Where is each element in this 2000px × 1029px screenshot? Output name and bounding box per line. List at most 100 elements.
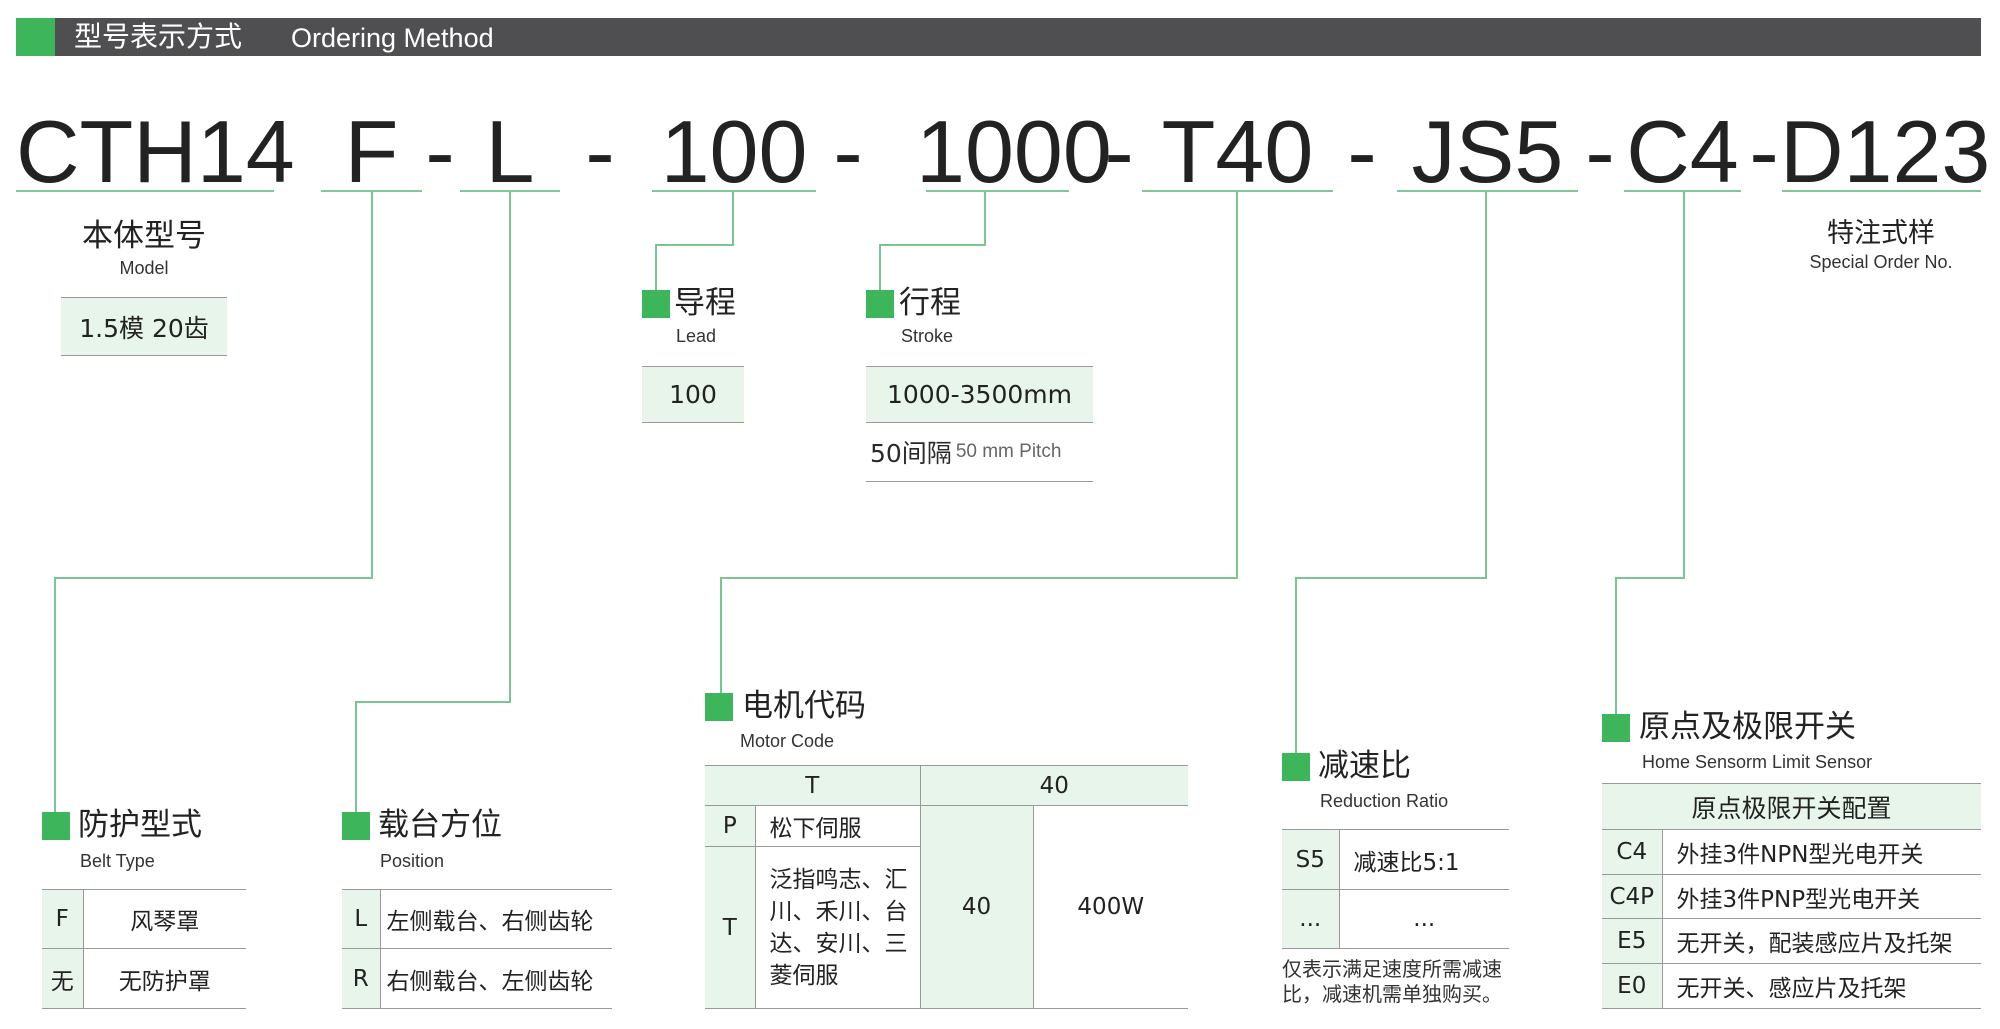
segment-underline <box>16 190 274 192</box>
model-label-en: Model <box>119 258 169 278</box>
reduction-marker-icon <box>1282 753 1310 781</box>
section-header-bar: 型号表示方式 Ordering Method <box>16 18 1981 56</box>
code-segment-motor: T40 <box>1161 102 1314 201</box>
code-separator: - <box>1347 102 1377 201</box>
code-segment-lead: 100 <box>660 102 808 201</box>
motor-table: T 40 P 松下伺服 40 400W T 泛指鸣志、汇川、禾川、台达、安川、三… <box>705 765 1188 1009</box>
table-header-row: T 40 <box>705 765 1188 806</box>
lead-label-en: Lead <box>676 326 717 346</box>
header-title-cn: 型号表示方式 <box>74 20 243 53</box>
motor-label-en: Motor Code <box>740 731 835 751</box>
code-separator: - <box>1585 102 1615 201</box>
sensor-label-en: Home Sensorm Limit Sensor <box>1642 752 1873 772</box>
row-desc: 无防护罩 <box>82 948 246 1009</box>
motor-power: 400W <box>1032 805 1188 1009</box>
row-desc: 右侧载台、左侧齿轮 <box>379 948 612 1009</box>
code-segment-sensor: C4 <box>1626 102 1739 201</box>
row-code: E0 <box>1602 963 1662 1009</box>
sensor-label-cn: 原点及极限开关 <box>1639 709 1856 745</box>
row-desc: 松下伺服 <box>754 805 920 847</box>
code-separator: - <box>833 102 863 201</box>
reduction-label-cn: 减速比 <box>1318 748 1411 784</box>
row-desc: 外挂3件PNP型光电开关 <box>1661 874 1981 919</box>
row-code: E5 <box>1602 918 1662 964</box>
lead-label-cn: 导程 <box>674 285 736 321</box>
row-code: T <box>705 846 755 1009</box>
table-header-row: 原点极限开关配置 <box>1602 783 1981 830</box>
code-separator: - <box>1749 102 1779 201</box>
stroke-label-cn: 行程 <box>899 285 961 321</box>
header-cell: T <box>705 765 920 806</box>
code-segment-special: D123 <box>1780 102 1991 201</box>
table-row: P 松下伺服 40 400W <box>705 805 1188 1009</box>
segment-underline <box>1782 190 1981 192</box>
position-marker-icon <box>342 812 370 840</box>
row-code: C4 <box>1602 829 1662 875</box>
header-title-en: Ordering Method <box>291 23 494 53</box>
stroke-value: 1000-3500mm <box>866 366 1093 423</box>
motor-size: 40 <box>919 805 1033 1009</box>
row-code: S5 <box>1282 829 1339 890</box>
row-desc: 无开关，配装感应片及托架 <box>1661 918 1981 964</box>
stroke-pitch-en: 50 mm Pitch <box>955 441 1062 462</box>
stroke-pitch-cn: 50间隔 <box>870 439 952 468</box>
belt-label-cn: 防护型式 <box>78 807 202 843</box>
table-row: 无无防护罩 <box>42 948 246 1009</box>
reduction-label-en: Reduction Ratio <box>1320 791 1449 811</box>
row-desc: ... <box>1338 889 1509 949</box>
belt-marker-icon <box>42 812 70 840</box>
table-row: ...... <box>1282 889 1509 949</box>
row-desc: 减速比5:1 <box>1338 829 1509 890</box>
sensor-marker-icon <box>1602 714 1630 742</box>
row-desc: 风琴罩 <box>82 889 246 949</box>
motor-marker-icon <box>705 693 733 721</box>
code-separator: - <box>425 102 455 201</box>
position-label-cn: 载台方位 <box>378 807 502 843</box>
table-row: T 泛指鸣志、汇川、禾川、台达、安川、三菱伺服 <box>705 846 1188 1009</box>
header-cell: 40 <box>919 765 1188 806</box>
row-code: R <box>342 948 380 1009</box>
row-code: L <box>342 889 380 949</box>
row-desc: 左侧载台、右侧齿轮 <box>379 889 612 949</box>
code-segment-stroke: 1000 <box>916 102 1112 201</box>
code-separator: - <box>585 102 615 201</box>
segment-underline <box>926 190 1069 192</box>
row-code: P <box>705 805 755 847</box>
stroke-pitch: 50间隔 50 mm Pitch <box>866 423 1093 482</box>
code-segment-reduction: JS5 <box>1411 102 1564 201</box>
row-code: F <box>42 889 83 949</box>
row-code: ... <box>1282 889 1339 949</box>
code-segment-position: L <box>485 102 535 201</box>
belt-label-en: Belt Type <box>80 851 155 871</box>
lead-value: 100 <box>642 366 744 423</box>
segment-underline <box>652 190 816 192</box>
row-desc: 泛指鸣志、汇川、禾川、台达、安川、三菱伺服 <box>754 846 920 1009</box>
segment-underline <box>1397 190 1578 192</box>
motor-label-cn: 电机代码 <box>742 688 866 724</box>
model-value: 1.5模 20齿 <box>61 297 227 356</box>
row-desc: 外挂3件NPN型光电开关 <box>1661 829 1981 875</box>
special-label-cn: 特注式样 <box>1827 218 1935 249</box>
model-label-cn: 本体型号 <box>82 218 206 254</box>
code-segment-model: CTH14 <box>16 102 295 201</box>
stroke-marker-icon <box>866 290 894 318</box>
code-segment-belt: F <box>344 102 399 201</box>
header-cell: 原点极限开关配置 <box>1602 783 1981 830</box>
header-accent-square <box>16 18 55 56</box>
segment-underline <box>1624 190 1741 192</box>
reduction-note: 仅表示满足速度所需减速比，减速机需单独购买。 <box>1282 957 1502 1006</box>
position-label-en: Position <box>380 851 445 871</box>
lead-marker-icon <box>642 290 670 318</box>
